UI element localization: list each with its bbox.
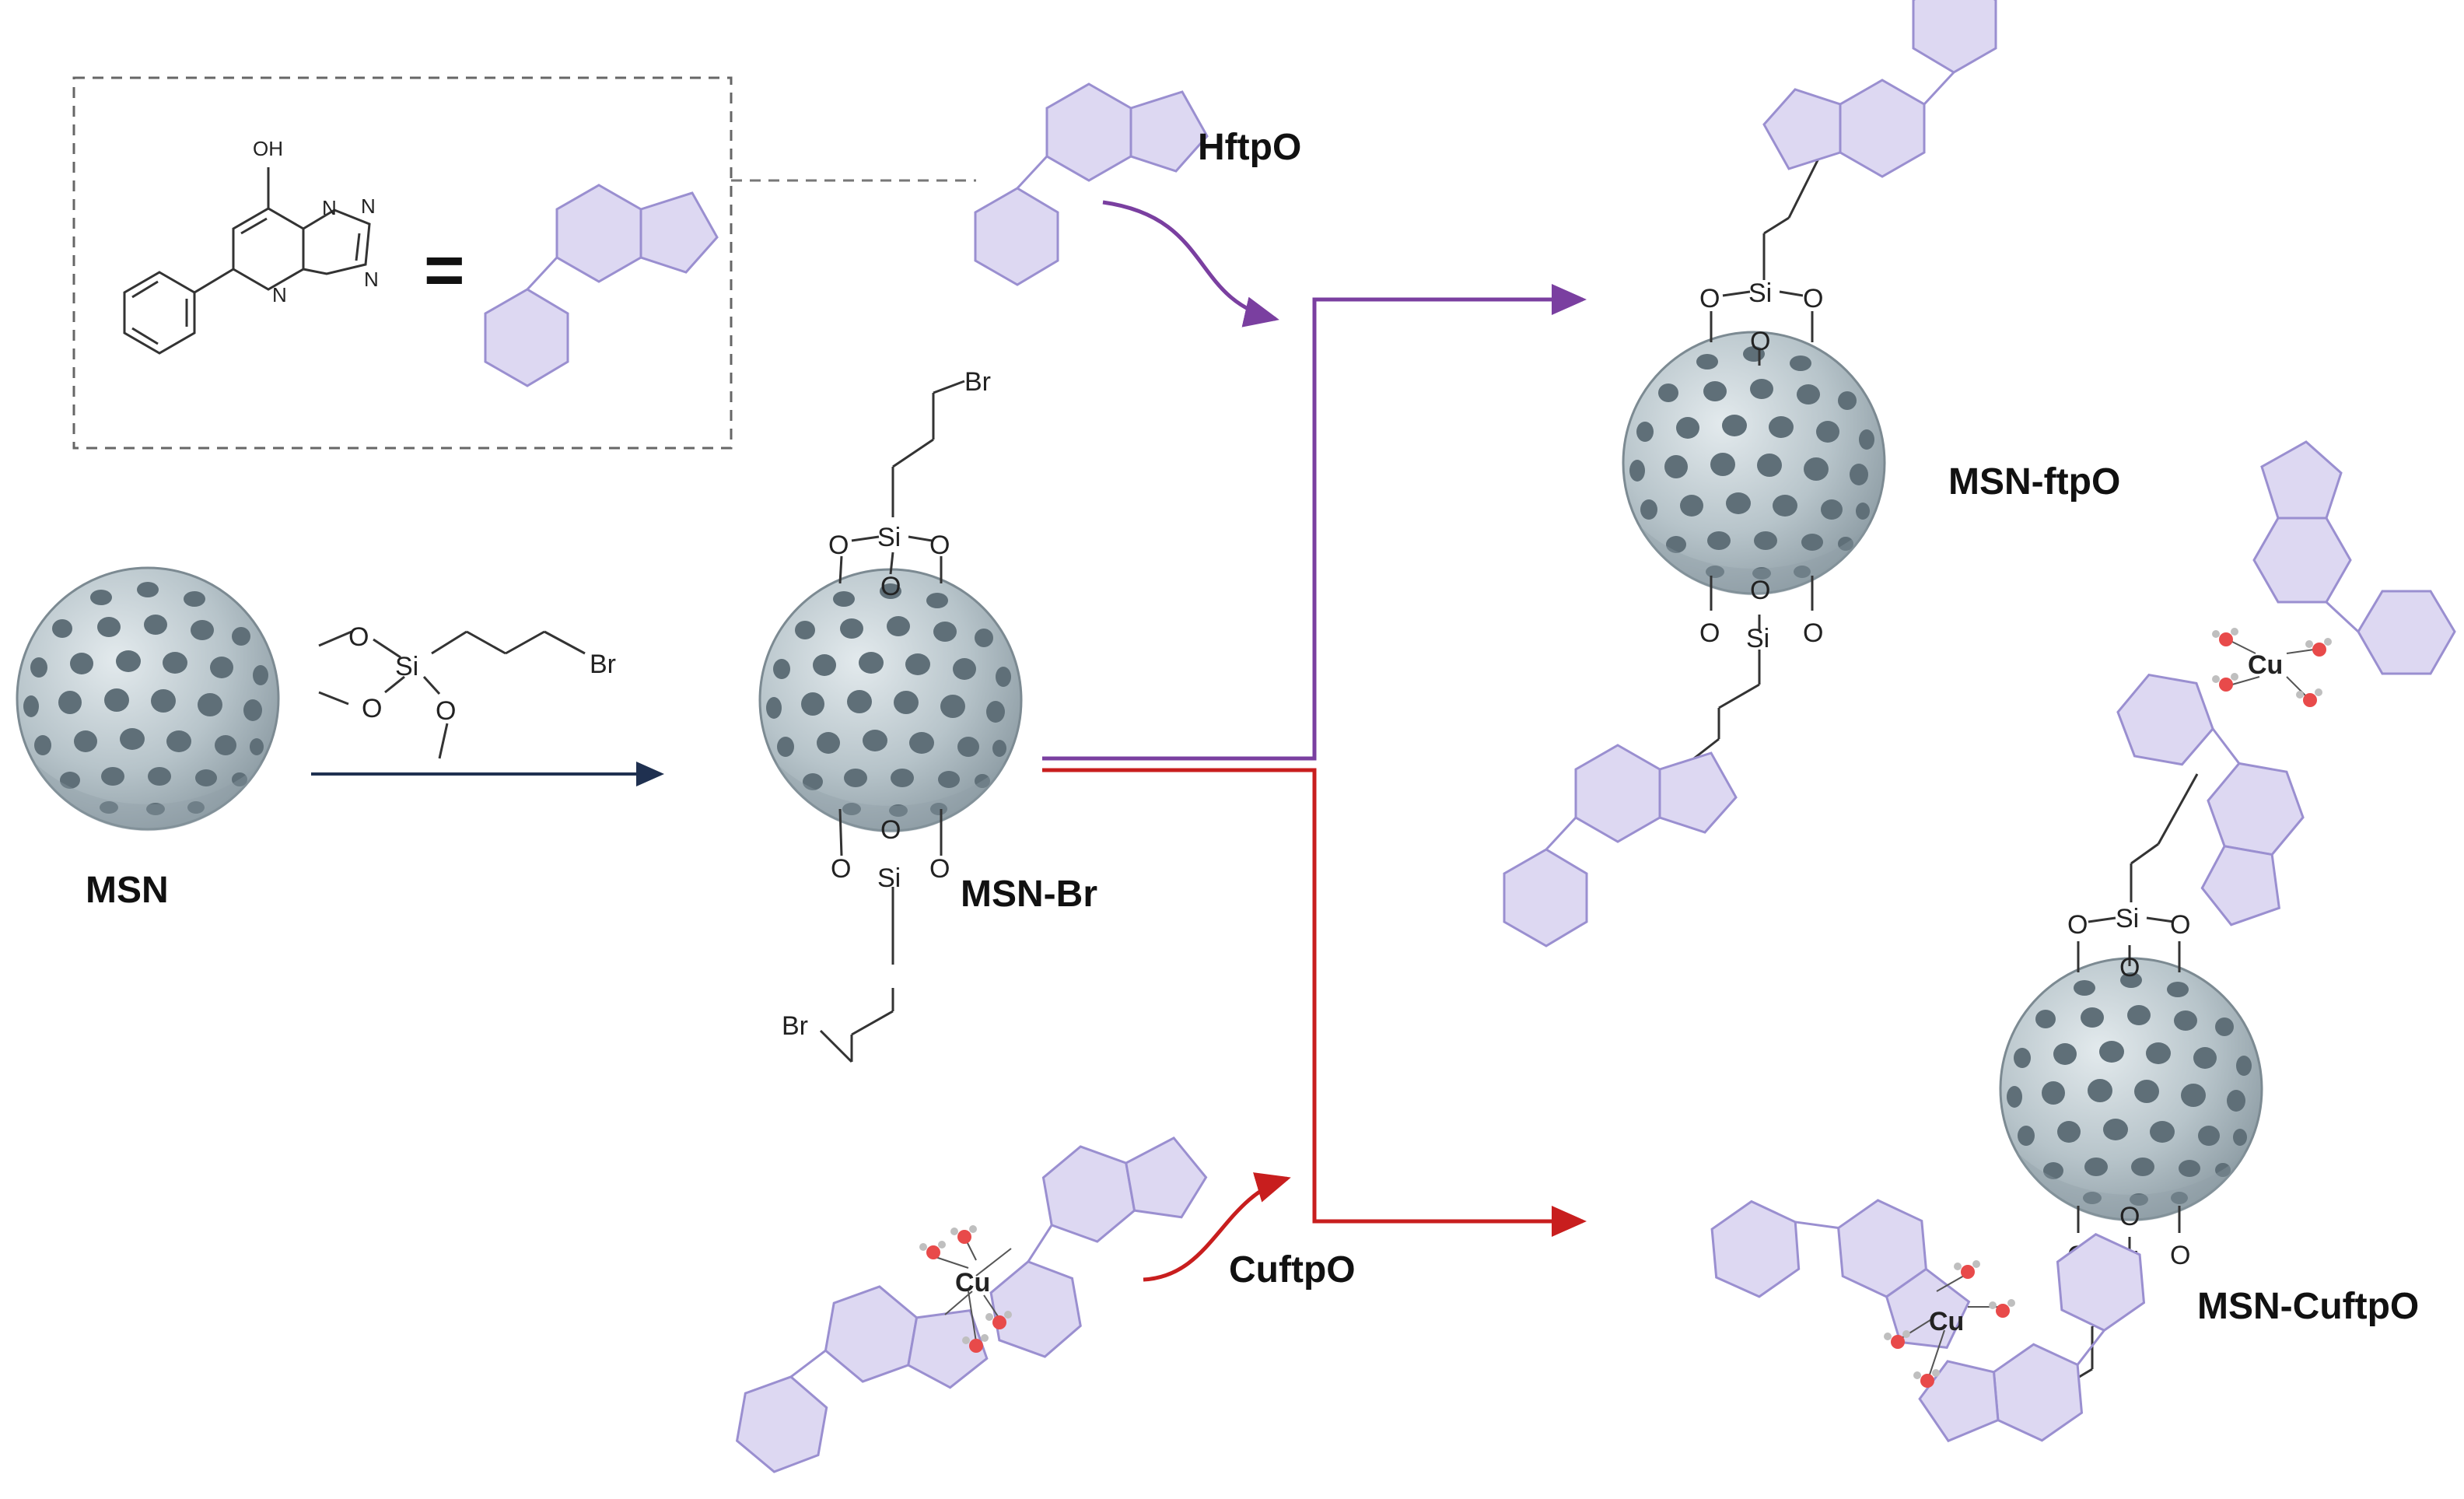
msn-cuftpo-sphere [1999, 957, 2263, 1223]
msn-br-bottom-br: Br [782, 1011, 808, 1041]
msn-ftpo-top-si: Si [1748, 278, 1772, 308]
hftpo-structure [123, 167, 371, 355]
silane-o1: O [348, 622, 369, 652]
msn-ftpo-bottom-o2: O [1699, 618, 1720, 648]
msn-cuftpo-bottom-complex [1691, 1126, 2157, 1452]
msn-br-sphere [758, 568, 1023, 834]
label-msn-cuftpo: MSN-CuftpO [2197, 1286, 2419, 1327]
silane-o3: O [436, 696, 456, 726]
msn-br-top-o2: O [929, 531, 950, 560]
msn-ftpo-top-ligand [1762, 0, 1997, 178]
msn-ftpo-top-o1: O [1699, 284, 1720, 313]
ligand-schematic-inset [484, 184, 719, 387]
label-msn-br: MSN-Br [961, 874, 1097, 915]
silane-reagent [318, 630, 586, 759]
msn-cuftpo-bottom-o3: O [2170, 1241, 2190, 1270]
hftpo-curved-arrow [1102, 200, 1279, 327]
msn-br-top-br: Br [964, 367, 991, 397]
msn-cuftpo-top-o2: O [2170, 910, 2190, 940]
msn-cuftpo-top-o1: O [2067, 910, 2088, 940]
msn-ftpo-sphere [1622, 331, 1886, 597]
msn-ftpo-bottom-linker [1683, 576, 1814, 768]
atom-n2: N [361, 194, 376, 218]
msn-cuftpo-top-o3: O [2119, 953, 2140, 982]
purple-branch-arrow [1042, 284, 1587, 761]
label-msn: MSN [86, 870, 169, 911]
msn-ftpo-top-o2: O [1803, 284, 1823, 313]
msn-br-bottom-linker [819, 808, 943, 1063]
legend-box [72, 76, 733, 450]
msn-cuftpo-bottom-cu: Cu [1929, 1307, 1964, 1336]
msn-br-bottom-si: Si [877, 863, 901, 893]
atom-n3: N [364, 268, 379, 291]
red-branch-arrow [1042, 768, 1587, 1237]
cuftpo-curved-arrow [1143, 1172, 1291, 1282]
atom-n4: N [272, 283, 287, 306]
msn-br-top-linker [838, 380, 965, 584]
msn-cuftpo-top-si: Si [2116, 904, 2139, 933]
msn-cuftpo-top-cu: Cu [2248, 650, 2283, 680]
label-msn-ftpo: MSN-ftpO [1948, 461, 2120, 503]
msn-cuftpo-bottom-o1: O [2119, 1202, 2140, 1231]
hftpo-ligand [974, 82, 1209, 286]
msn-ftpo-bottom-ligand [1503, 744, 1738, 947]
silane-si: Si [395, 652, 418, 681]
msn-ftpo-top-o3: O [1750, 327, 1770, 356]
msn-ftpo-bottom-o1: O [1750, 576, 1770, 605]
equals-sign: = [424, 232, 465, 310]
msn-ftpo-bottom-si: Si [1746, 624, 1769, 653]
msn-br-top-o3: O [880, 572, 901, 601]
msn-cuftpo-top-complex [2077, 440, 2456, 972]
label-hftpo: HftpO [1198, 127, 1301, 168]
msn-br-top-o1: O [828, 531, 849, 560]
msn-ftpo-bottom-o3: O [1803, 618, 1823, 648]
msn-br-bottom-o1: O [880, 815, 901, 845]
msn-br-top-si: Si [877, 523, 901, 552]
cuftpo-complex [731, 1125, 1234, 1499]
msn-br-bottom-o3: O [929, 854, 950, 884]
atom-oh: OH [253, 137, 283, 160]
silane-o2: O [362, 694, 382, 723]
cuftpo-cu-atom: Cu [955, 1268, 990, 1298]
atom-n1: N [322, 196, 337, 219]
msn-br-bottom-o2: O [831, 854, 851, 884]
silane-br: Br [590, 650, 616, 679]
label-cuftpo: CuftpO [1229, 1249, 1356, 1291]
msn-sphere [16, 566, 280, 832]
